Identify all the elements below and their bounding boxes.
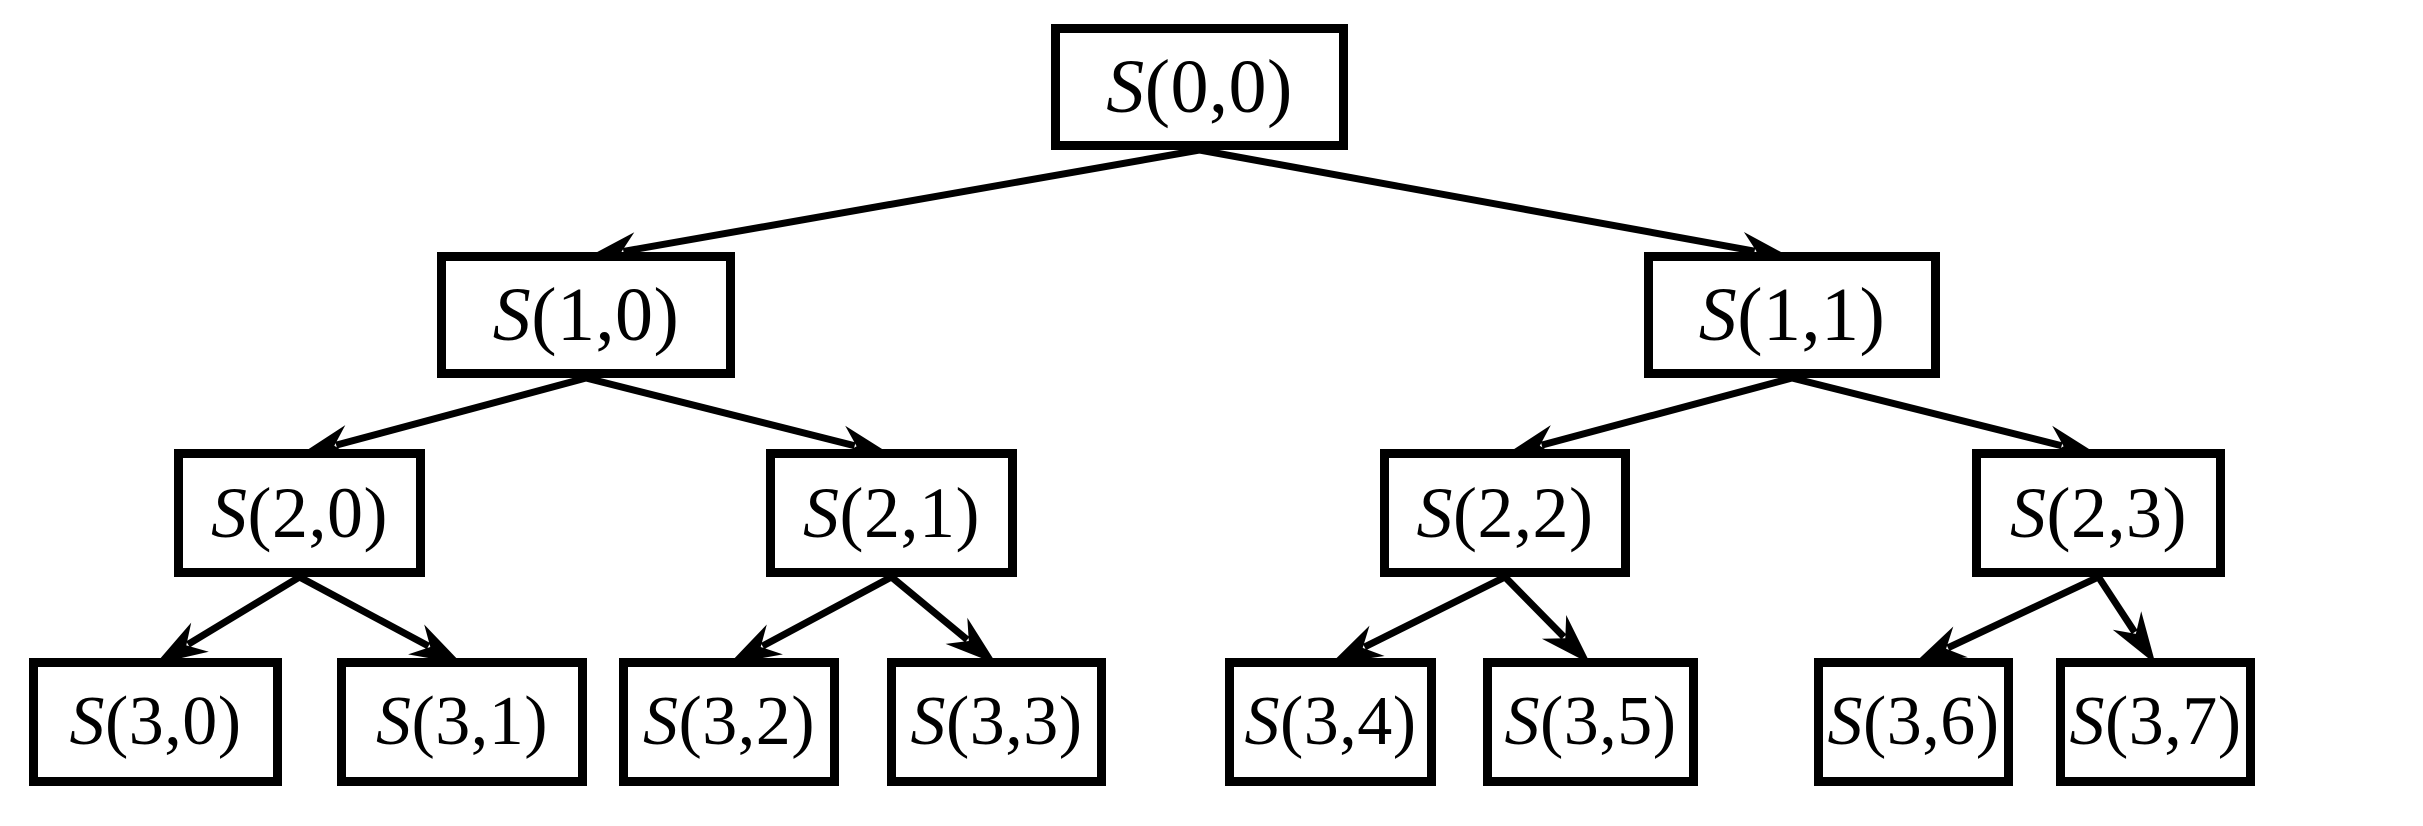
edge-shaft <box>297 573 431 650</box>
tree-node-n34[interactable]: S(3,4) <box>1225 658 1436 786</box>
tree-node-n00[interactable]: S(0,0) <box>1051 24 1348 150</box>
tree-node-n23[interactable]: S(2,3) <box>1972 449 2225 577</box>
tree-node-label: S(2,3) <box>2010 473 2187 553</box>
tree-node-label: S(3,4) <box>1244 683 1417 760</box>
tree-node-n37[interactable]: S(3,7) <box>2056 658 2255 786</box>
tree-node-label: S(1,1) <box>1698 273 1886 357</box>
tree-node-n22[interactable]: S(2,2) <box>1380 449 1630 577</box>
tree-node-label: S(3,6) <box>1827 683 2000 760</box>
tree-edge-e10-20 <box>299 374 587 458</box>
tree-node-label: S(2,2) <box>1416 473 1594 553</box>
tree-edge-e00-11 <box>1198 146 1792 266</box>
tree-edge-e10-21 <box>585 374 892 459</box>
edge-shaft <box>2095 575 2138 635</box>
tree-edge-e00-10 <box>586 146 1201 266</box>
edge-shaft <box>335 374 587 449</box>
edge-arrowhead <box>1541 615 1591 664</box>
tree-node-n10[interactable]: S(1,0) <box>437 252 735 378</box>
tree-edge-e11-23 <box>1791 374 2099 459</box>
tree-node-label: S(3,5) <box>1504 683 1677 760</box>
tree-node-label: S(2,0) <box>211 473 388 553</box>
edge-shaft <box>1946 573 2100 651</box>
tree-node-n20[interactable]: S(2,0) <box>174 449 425 577</box>
edge-shaft <box>1362 573 1507 651</box>
tree-node-n32[interactable]: S(3,2) <box>619 658 839 786</box>
tree-node-label: S(3,1) <box>375 683 549 760</box>
tree-node-label: S(3,0) <box>69 683 242 760</box>
edge-arrowhead <box>2112 611 2156 664</box>
tree-edge-e22-35 <box>1502 574 1591 664</box>
edge-shaft <box>1791 374 2063 450</box>
tree-edge-e21-33 <box>889 574 997 664</box>
edge-shaft <box>760 573 894 650</box>
tree-edge-e23-36 <box>1913 573 2100 664</box>
tree-edge-e11-22 <box>1505 374 1793 458</box>
tree-node-n36[interactable]: S(3,6) <box>1814 658 2013 786</box>
edge-shaft <box>1540 374 1793 449</box>
tree-edge-e20-31 <box>297 573 462 664</box>
tree-node-n35[interactable]: S(3,5) <box>1483 658 1698 786</box>
tree-node-n11[interactable]: S(1,1) <box>1644 252 1940 378</box>
tree-edge-e20-30 <box>155 574 302 664</box>
tree-node-label: S(0,0) <box>1106 45 1293 129</box>
tree-node-label: S(3,3) <box>910 683 1083 760</box>
tree-node-n21[interactable]: S(2,1) <box>766 449 1017 577</box>
tree-node-label: S(3,7) <box>2069 683 2242 760</box>
tree-node-n33[interactable]: S(3,3) <box>887 658 1106 786</box>
tree-node-n30[interactable]: S(3,0) <box>29 658 282 786</box>
tree-edge-e22-34 <box>1330 573 1507 664</box>
tree-edge-e21-32 <box>729 573 894 664</box>
edge-shaft <box>1198 146 1756 255</box>
edge-shaft <box>1502 574 1567 640</box>
tree-node-label: S(2,1) <box>803 473 980 553</box>
tree-edge-e23-37 <box>2095 575 2156 664</box>
edge-shaft <box>622 146 1201 255</box>
tree-node-n31[interactable]: S(3,1) <box>337 658 587 786</box>
tree-node-label: S(3,2) <box>642 683 816 760</box>
edge-shaft <box>585 374 856 450</box>
tree-node-label: S(1,0) <box>492 273 680 357</box>
edge-shaft <box>186 574 302 648</box>
edge-shaft <box>889 574 970 643</box>
